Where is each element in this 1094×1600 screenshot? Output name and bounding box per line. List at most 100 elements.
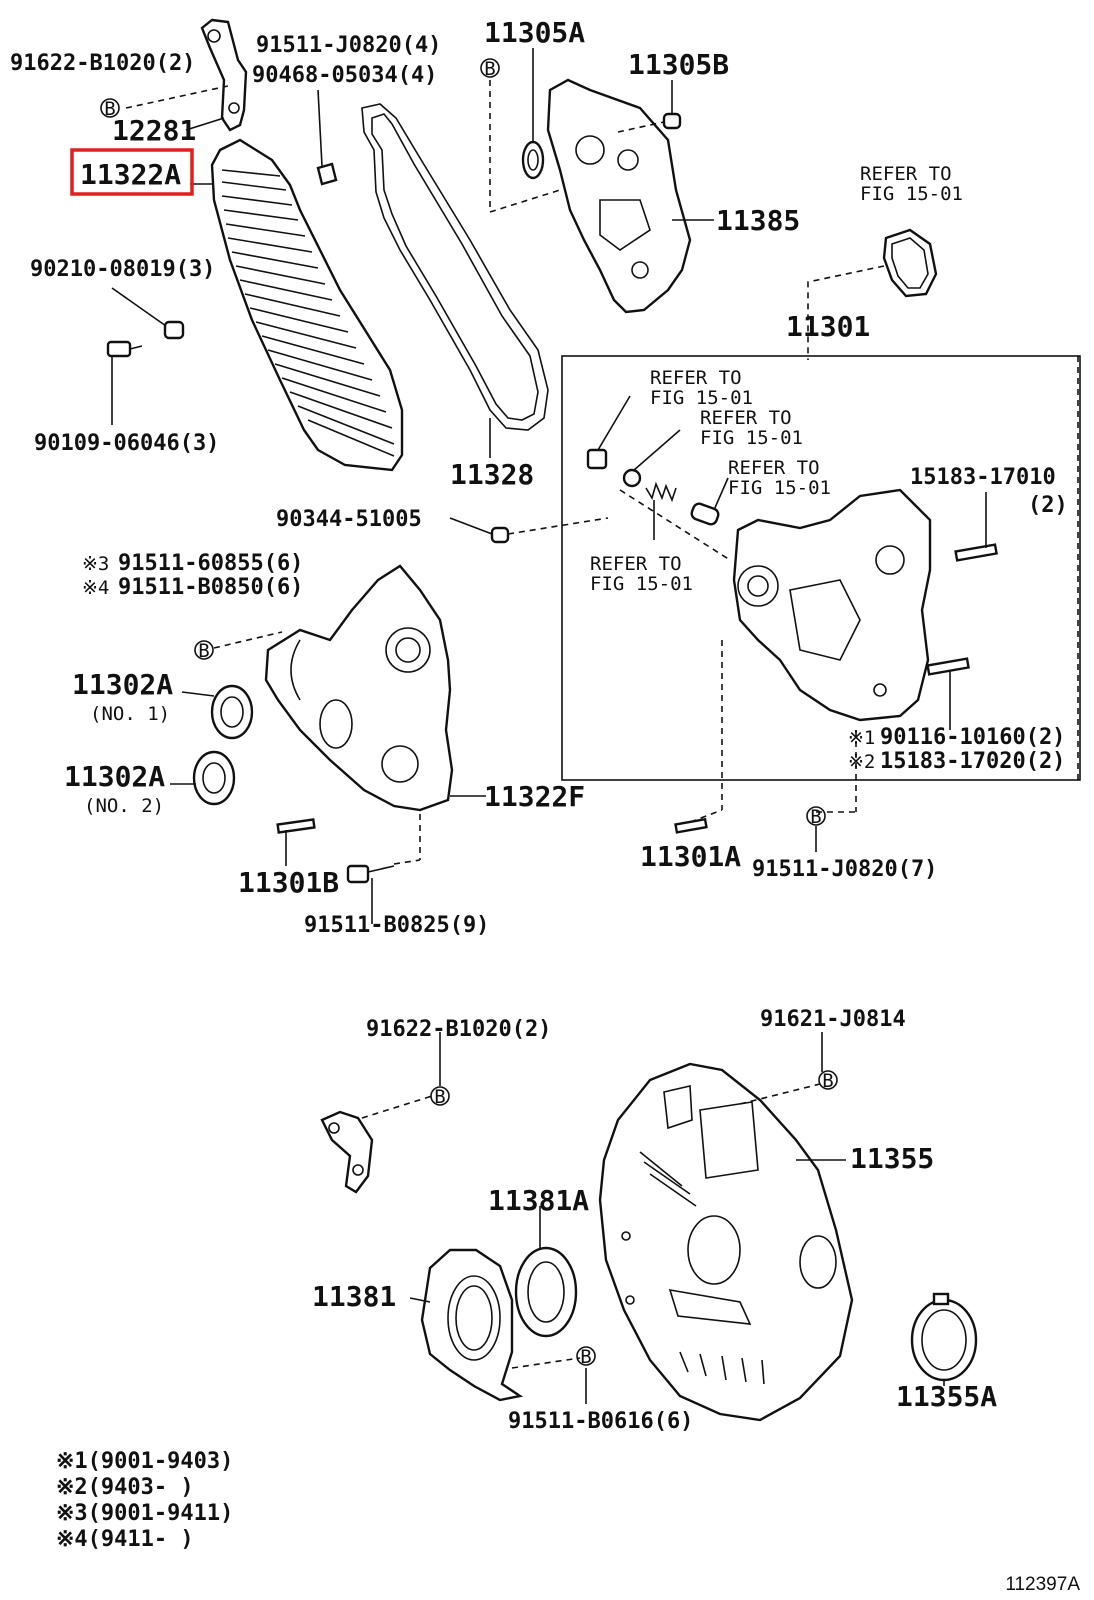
svg-text:B: B (822, 1070, 833, 1092)
label-11302A-no1[interactable]: 11302A (72, 668, 173, 701)
label-91511-J0820-7[interactable]: 91511-J0820(7) (752, 857, 937, 882)
label-11305A[interactable]: 11305A (484, 16, 585, 49)
label-90344[interactable]: 90344-51005 (276, 507, 422, 532)
mark-4: ※4 (82, 577, 109, 599)
grommet-90210[interactable] (163, 320, 185, 340)
label-refer-5[interactable]: REFER TO (590, 553, 682, 575)
label-refer-3-fig[interactable]: FIG 15-01 (700, 427, 803, 449)
bracket-bottom-91622[interactable] (320, 1110, 374, 1194)
oil-pump-assembly-box (561, 355, 1081, 781)
mark-3: ※3 (82, 553, 109, 575)
label-91511-B0850[interactable]: 91511-B0850(6) (118, 575, 303, 600)
pin-11301B[interactable] (276, 818, 316, 834)
label-11305B[interactable]: 11305B (628, 48, 729, 81)
label-refer-5-fig[interactable]: FIG 15-01 (590, 573, 693, 595)
label-15183-17010-qty[interactable]: (2) (1028, 493, 1068, 518)
bracket-12281[interactable] (200, 18, 248, 132)
legend-3: ※3(9001-9411) (56, 1501, 233, 1526)
bolt-marker-91511-top: B (480, 58, 500, 80)
bolt-marker-91511-B0616: B (576, 1346, 596, 1368)
label-11301[interactable]: 11301 (786, 310, 870, 343)
label-11381A[interactable]: 11381A (488, 1184, 589, 1217)
relief-plug[interactable] (586, 448, 608, 470)
label-11381[interactable]: 11381 (312, 1280, 396, 1313)
legend-4: ※4(9411- ) (56, 1527, 194, 1552)
timing-belt-cover-11322A[interactable] (210, 138, 404, 472)
gasket-11328[interactable] (361, 103, 549, 431)
label-91511-B0825[interactable]: 91511-B0825(9) (304, 913, 489, 938)
oil-seal-11302A-no1[interactable] (210, 684, 254, 740)
relief-washer[interactable] (622, 468, 642, 488)
bolt-marker-91511-J0820-7: B (806, 806, 826, 828)
label-11385[interactable]: 11385 (716, 204, 800, 237)
oil-pump-body-11301[interactable] (732, 488, 932, 722)
relief-spring[interactable] (645, 481, 677, 503)
bolt-marker-91622-top: B (100, 98, 120, 120)
label-refer-2-fig[interactable]: FIG 15-01 (650, 387, 753, 409)
oil-seal-retainer-11381[interactable] (420, 1248, 524, 1402)
stud-90116[interactable] (926, 657, 970, 676)
bolt-marker-91622-bottom: B (430, 1086, 450, 1108)
oil-seal-11381A[interactable] (514, 1246, 578, 1338)
label-refer-4[interactable]: REFER TO (728, 457, 820, 479)
legend-2: ※2(9403- ) (56, 1475, 194, 1500)
bolt-marker-91511-60855: B (194, 640, 214, 662)
label-11328[interactable]: 11328 (450, 458, 534, 491)
bolt-91511-B0825[interactable] (346, 864, 395, 884)
label-refer-3[interactable]: REFER TO (700, 407, 792, 429)
bolt-90109[interactable] (106, 340, 143, 358)
label-90116[interactable]: 90116-10160(2) (880, 725, 1065, 750)
label-90109[interactable]: 90109-06046(3) (34, 431, 219, 456)
legend-1: ※1(9001-9403) (56, 1449, 233, 1474)
clip-90468[interactable] (316, 162, 338, 186)
label-91511-60855[interactable]: 91511-60855(6) (118, 551, 303, 576)
oil-seal-11302A-no2[interactable] (192, 750, 236, 806)
label-15183-17010[interactable]: 15183-17010 (910, 465, 1056, 490)
svg-text:B: B (198, 640, 209, 662)
oil-seal-11355A[interactable] (910, 1292, 978, 1382)
label-11302A-no1-sub[interactable]: (NO. 1) (90, 703, 170, 725)
rear-end-plate-11355[interactable] (598, 1062, 854, 1422)
label-11355[interactable]: 11355 (850, 1142, 934, 1175)
label-refer-1-fig[interactable]: FIG 15-01 (860, 183, 963, 205)
stud-15183-17010[interactable] (954, 543, 998, 562)
label-refer-1[interactable]: REFER TO (860, 163, 952, 185)
svg-text:B: B (104, 98, 115, 120)
label-refer-2[interactable]: REFER TO (650, 367, 742, 389)
svg-text:B: B (810, 806, 821, 828)
label-11302A-no2[interactable]: 11302A (64, 760, 165, 793)
cover-plate-11385[interactable] (546, 78, 692, 314)
label-12281[interactable]: 12281 (112, 114, 196, 147)
label-90468[interactable]: 90468-05034(4) (252, 63, 437, 88)
plug-90344[interactable] (490, 526, 510, 544)
label-90210[interactable]: 90210-08019(3) (30, 257, 215, 282)
label-91621[interactable]: 91621-J0814 (760, 1007, 906, 1032)
label-11302A-no2-sub[interactable]: (NO. 2) (84, 795, 164, 817)
pin-11305B[interactable] (662, 112, 682, 130)
label-91511-J0820-4[interactable]: 91511-J0820(4) (256, 33, 441, 58)
mark-1: ※1 (848, 727, 875, 749)
label-91622-top[interactable]: 91622-B1020(2) (10, 51, 195, 76)
label-91511-B0616[interactable]: 91511-B0616(6) (508, 1409, 693, 1434)
relief-valve[interactable] (690, 502, 720, 526)
svg-text:B: B (580, 1346, 591, 1368)
label-11322F[interactable]: 11322F (484, 780, 585, 813)
gasket-ring-ref[interactable] (882, 228, 938, 298)
bolt-marker-91621: B (818, 1070, 838, 1092)
pin-11301A[interactable] (674, 817, 708, 834)
label-refer-4-fig[interactable]: FIG 15-01 (728, 477, 831, 499)
timing-cover-11322F[interactable] (264, 564, 454, 812)
label-11301A[interactable]: 11301A (640, 840, 741, 873)
svg-text:B: B (434, 1086, 445, 1108)
highlight-box-11322A (70, 148, 194, 196)
svg-text:B: B (484, 58, 495, 80)
label-11322A[interactable]: 11322A (80, 158, 181, 191)
oil-seal-11305A[interactable] (521, 140, 545, 180)
label-15183-17020[interactable]: 15183-17020(2) (880, 749, 1065, 774)
figure-id: 112397A (1005, 1574, 1080, 1595)
label-91622-bottom[interactable]: 91622-B1020(2) (366, 1017, 551, 1042)
label-11301B[interactable]: 11301B (238, 866, 339, 899)
label-11355A[interactable]: 11355A (896, 1380, 997, 1413)
mark-2: ※2 (848, 751, 875, 773)
